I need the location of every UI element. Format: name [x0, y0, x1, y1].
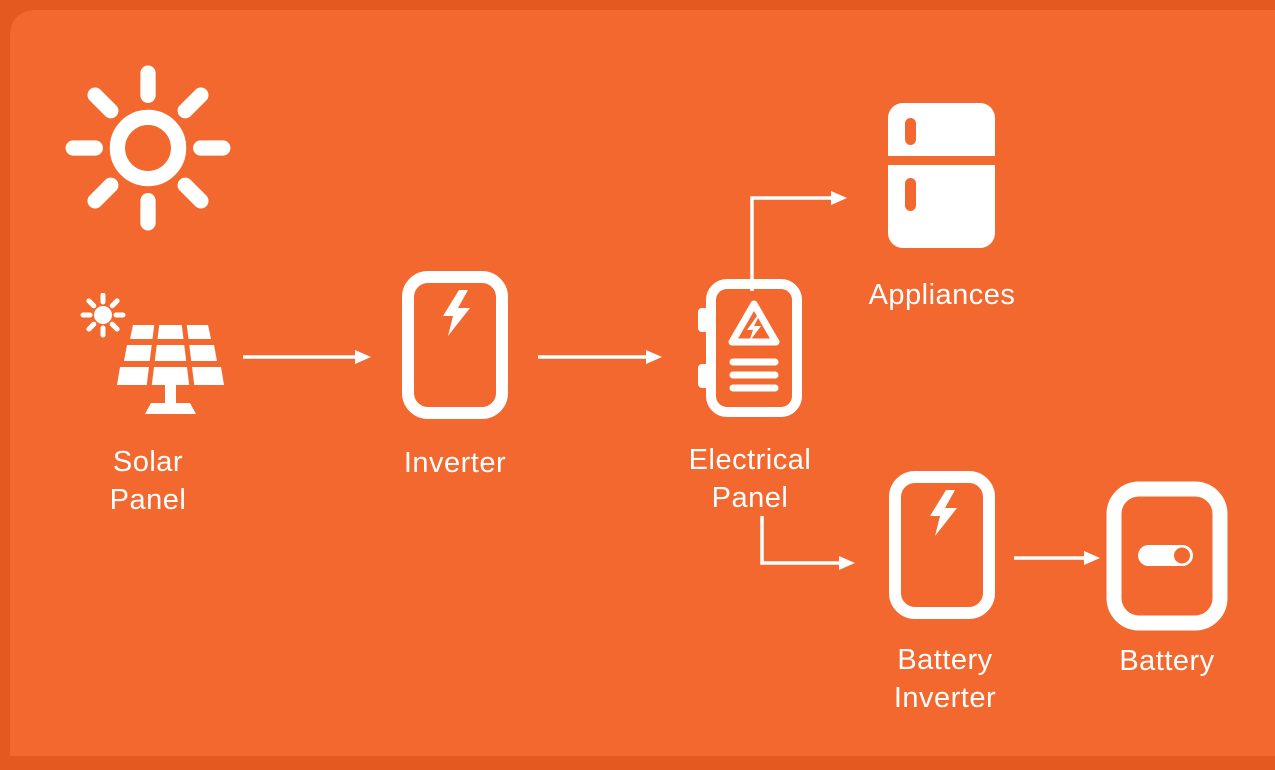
arrow-battery-inverter-to-battery — [1014, 547, 1102, 569]
refrigerator-icon — [888, 103, 995, 248]
battery-icon — [1106, 481, 1228, 631]
node-label-solar-panel: Solar Panel — [109, 446, 187, 516]
solar-panel-icon — [80, 293, 224, 414]
node-solar-panel — [73, 293, 228, 423]
arrow-electrical-panel-to-battery-inverter — [755, 516, 861, 574]
node-battery-inverter — [885, 468, 999, 622]
node-appliances — [888, 103, 995, 248]
node-battery — [1105, 480, 1229, 632]
node-sun — [63, 63, 233, 233]
arrow-electrical-panel-to-appliances — [745, 187, 853, 291]
node-inverter — [398, 268, 512, 422]
battery-inverter-icon — [889, 471, 995, 619]
node-label-electrical-panel: Electrical Panel — [688, 444, 812, 514]
sun-icon — [65, 65, 231, 231]
electrical-panel-icon — [698, 279, 802, 417]
inverter-icon — [402, 271, 508, 419]
arrow-inverter-to-electrical-panel — [538, 346, 664, 368]
node-label-appliances: Appliances — [868, 279, 1016, 311]
node-label-battery-inverter: Battery Inverter — [893, 644, 997, 714]
node-label-battery: Battery — [1119, 645, 1215, 677]
node-label-inverter: Inverter — [403, 447, 507, 479]
node-electrical-panel — [693, 278, 808, 418]
arrow-solar-panel-to-inverter — [243, 346, 373, 368]
